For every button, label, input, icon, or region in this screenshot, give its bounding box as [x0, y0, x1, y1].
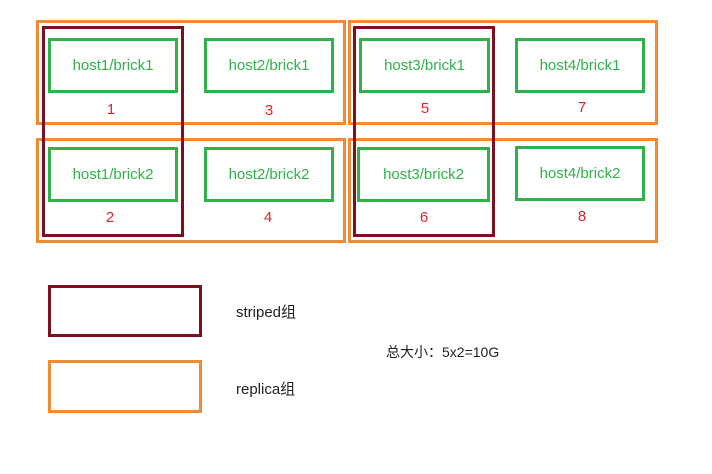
striped-group-1 [42, 26, 184, 237]
brick-host1-brick2: host1/brick2 [48, 147, 178, 202]
brick-number: 3 [264, 102, 274, 119]
brick-host3-brick2: host3/brick2 [357, 147, 490, 202]
brick-number: 6 [419, 209, 429, 226]
brick-number: 4 [263, 209, 273, 226]
brick-host1-brick1: host1/brick1 [48, 38, 178, 93]
replica-group-4 [348, 138, 658, 243]
total-size-label: 总大小：5x2=10G [386, 344, 500, 360]
brick-host3-brick1: host3/brick1 [359, 38, 490, 93]
brick-host2-brick1: host2/brick1 [204, 38, 334, 93]
brick-host4-brick1: host4/brick1 [515, 38, 645, 93]
replica-group-1 [36, 20, 346, 125]
legend-striped-swatch [48, 285, 202, 337]
brick-number: 8 [577, 208, 587, 225]
brick-number: 2 [105, 209, 115, 226]
replica-group-2 [348, 20, 658, 125]
brick-number: 1 [106, 101, 116, 118]
legend-replica-swatch [48, 360, 202, 413]
brick-number: 7 [577, 99, 587, 116]
legend-replica-label: replica组 [236, 381, 296, 398]
replica-group-3 [36, 138, 346, 243]
striped-group-2 [353, 26, 495, 237]
legend-striped-label: striped组 [236, 304, 297, 321]
brick-host4-brick2: host4/brick2 [515, 146, 645, 201]
brick-host2-brick2: host2/brick2 [204, 147, 334, 202]
brick-number: 5 [420, 100, 430, 117]
